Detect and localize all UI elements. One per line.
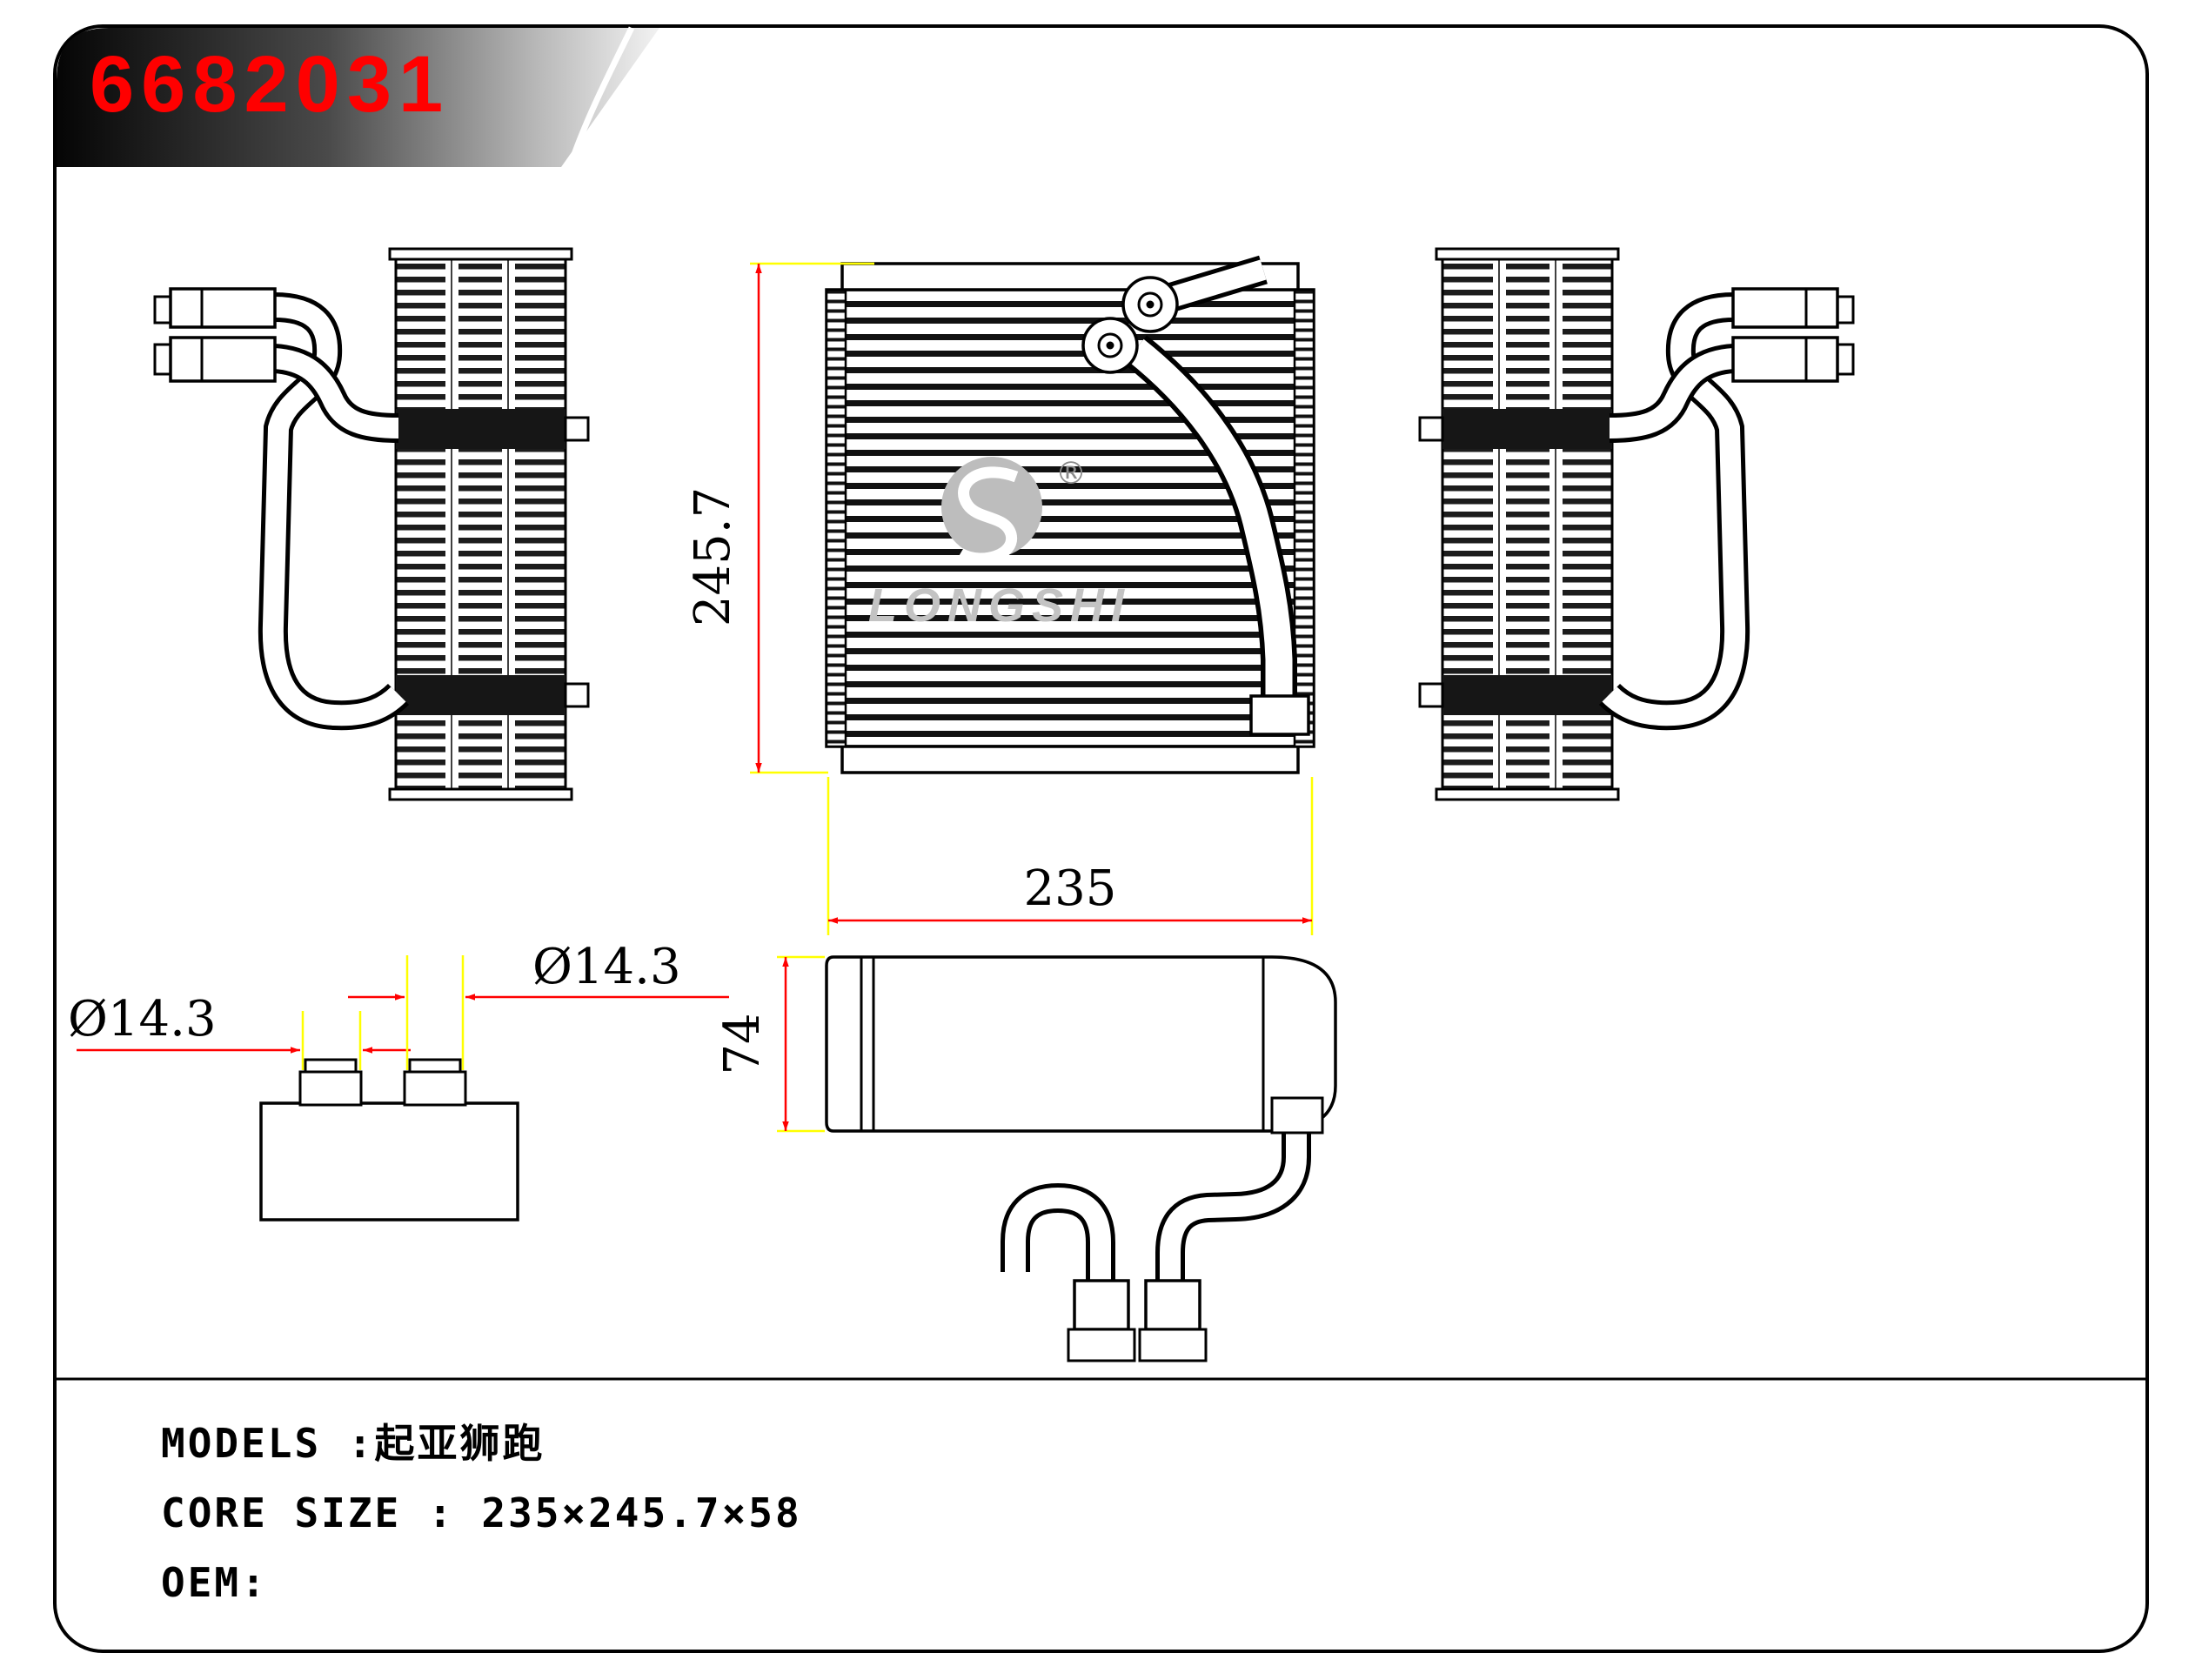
right-side-view bbox=[1418, 247, 1855, 801]
brand-name: LONGSHI bbox=[868, 579, 1131, 632]
bottom-end-plate bbox=[840, 745, 1300, 774]
banner-shape bbox=[57, 28, 659, 167]
mounting-tab bbox=[564, 682, 590, 708]
pipe-connector bbox=[1073, 1279, 1130, 1331]
mounting-band bbox=[396, 675, 566, 715]
dimension-height: 245.7 bbox=[685, 262, 874, 774]
left-side-view bbox=[153, 247, 590, 801]
port-right bbox=[403, 1070, 467, 1107]
port-left bbox=[298, 1070, 363, 1107]
pipe-joint bbox=[1270, 1096, 1324, 1135]
core-face bbox=[825, 288, 1315, 748]
brand-watermark: ® LONGSHI bbox=[868, 456, 1131, 632]
dimension-width: 235 bbox=[827, 777, 1314, 935]
mounting-tab bbox=[564, 416, 590, 442]
dimension-depth: 74 bbox=[714, 955, 825, 1133]
top-view bbox=[825, 955, 1337, 1362]
dim-depth-text: 74 bbox=[714, 1013, 771, 1074]
dimension-port-left: Ø14.3 bbox=[68, 991, 411, 1070]
registered-mark: ® bbox=[1055, 456, 1087, 492]
connector-cap bbox=[1067, 1328, 1136, 1362]
left-side-plate bbox=[825, 288, 847, 748]
left-pipes bbox=[258, 292, 410, 731]
mounting-tab bbox=[1418, 416, 1444, 442]
part-number: 6682031 bbox=[90, 40, 450, 129]
dim-width-text: 235 bbox=[1024, 860, 1117, 917]
front-view: ® LONGSHI bbox=[825, 255, 1315, 774]
mounting-band bbox=[1442, 675, 1612, 715]
left-pipe-fittings bbox=[153, 287, 277, 383]
right-pipe-fittings bbox=[1731, 287, 1855, 383]
bottom-pipes bbox=[1001, 1129, 1311, 1282]
logo-swirl-icon bbox=[957, 466, 1019, 565]
pipe-flange bbox=[1249, 694, 1310, 736]
page-border bbox=[53, 24, 2149, 1653]
mounting-band bbox=[396, 409, 566, 449]
pipe-connector bbox=[1144, 1279, 1201, 1331]
part-number-banner: 6682031 bbox=[57, 26, 659, 169]
dim-port-left-text: Ø14.3 bbox=[68, 991, 217, 1047]
top-view-body bbox=[825, 955, 1337, 1133]
right-pipes bbox=[1598, 292, 1750, 731]
dim-port-right-text: Ø14.3 bbox=[532, 939, 681, 995]
port-block-view bbox=[259, 1058, 519, 1222]
connector-block bbox=[259, 1101, 519, 1222]
left-fin-stack bbox=[388, 247, 590, 801]
connector-cap bbox=[1138, 1328, 1208, 1362]
dim-height-text: 245.7 bbox=[685, 487, 741, 626]
info-block: MODELS :起亚狮跑 CORE SIZE : 235×245.7×58 OE… bbox=[57, 1377, 2145, 1606]
right-side-plate bbox=[1293, 288, 1315, 748]
right-fin-stack bbox=[1418, 247, 1620, 801]
mounting-band bbox=[1442, 409, 1612, 449]
models-line: MODELS :起亚狮跑 bbox=[161, 1420, 545, 1467]
banner-swoosh bbox=[566, 26, 635, 169]
expansion-valve-ports bbox=[1081, 276, 1179, 374]
oem-line: OEM: bbox=[161, 1559, 268, 1606]
mounting-tab bbox=[1418, 682, 1444, 708]
dimension-port-right: Ø14.3 bbox=[348, 939, 729, 1070]
core-size-line: CORE SIZE : 235×245.7×58 bbox=[161, 1489, 802, 1536]
